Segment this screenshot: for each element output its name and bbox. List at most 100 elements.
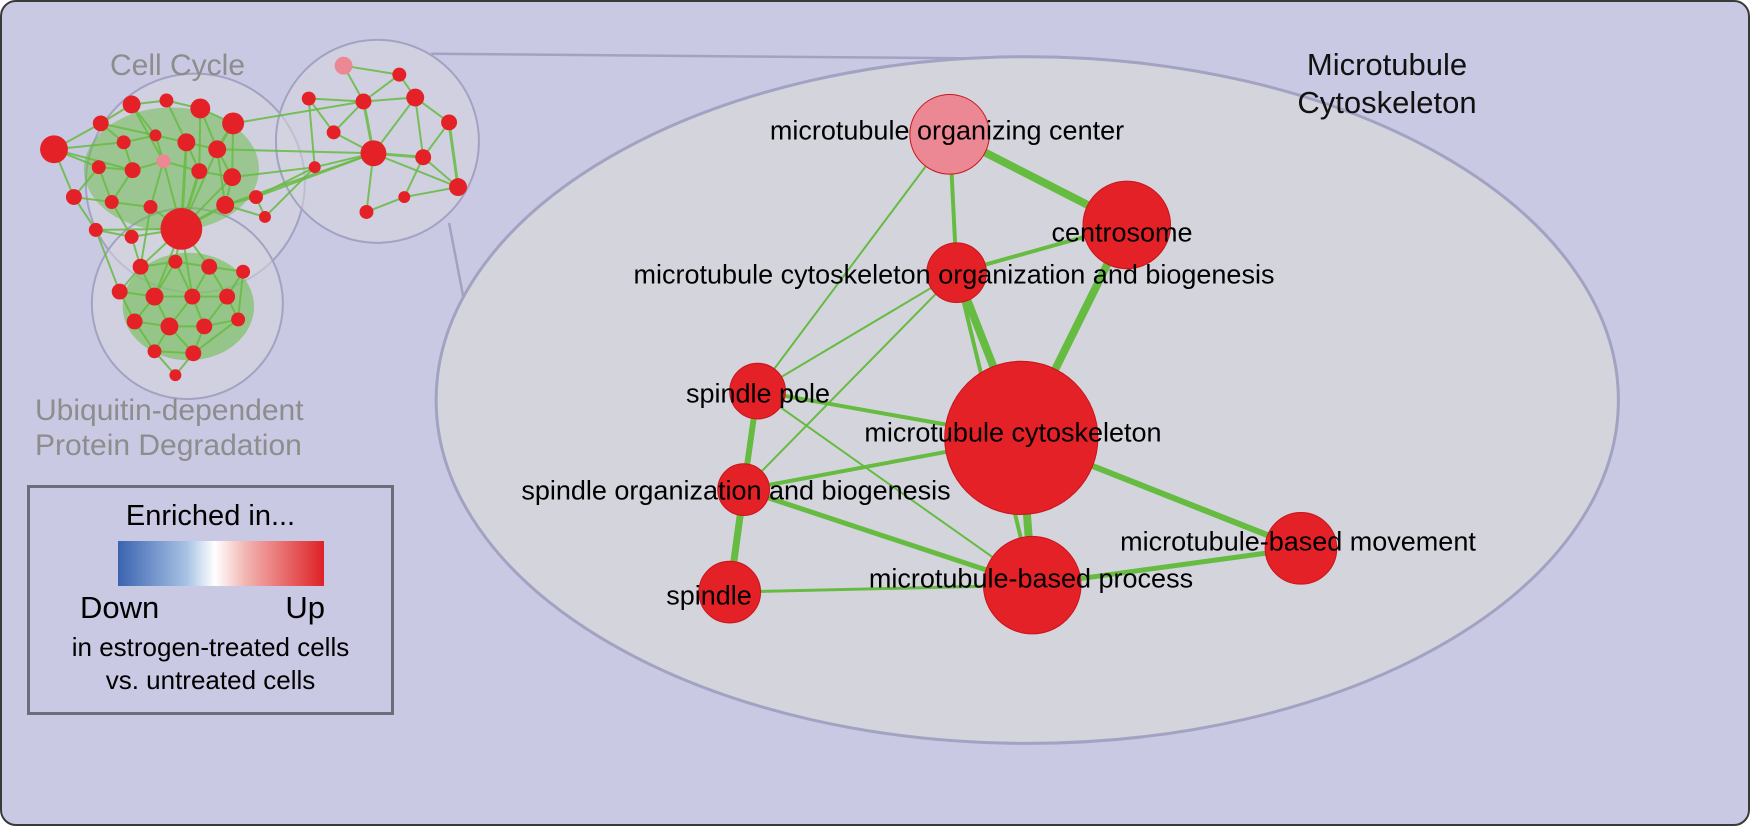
overview-node: [190, 98, 211, 119]
legend-gradient-bar: [118, 541, 324, 586]
overview-node: [360, 140, 387, 167]
overview-edge: [237, 271, 245, 320]
overview-node: [185, 345, 202, 362]
node-moc: [909, 94, 990, 175]
overview-node: [208, 140, 227, 159]
legend-up-label: Up: [285, 590, 325, 625]
legend-down-label: Down: [80, 590, 160, 625]
node-mbm: [1264, 512, 1338, 585]
overview-node: [126, 313, 143, 330]
overview-node: [177, 133, 196, 152]
overview-edge: [307, 98, 316, 168]
overview-node: [223, 168, 242, 187]
detail-edge-spindle_pole-mbp: [756, 390, 1033, 586]
cluster-label-cell-cycle: Cell Cycle: [110, 49, 246, 82]
overview-node: [145, 287, 164, 306]
overview-node: [111, 283, 128, 300]
overview-node: [156, 154, 171, 169]
overview-edge: [255, 166, 316, 198]
overview-edge: [94, 229, 121, 292]
overview-node: [441, 114, 458, 131]
overview-node: [355, 93, 372, 110]
overview-node: [147, 344, 162, 359]
overview-edge: [414, 97, 425, 158]
overview-node: [398, 191, 411, 204]
overview-node: [301, 91, 316, 106]
overview-node: [449, 178, 467, 197]
overview-node: [231, 312, 246, 327]
node-label-moc: microtubule organizing center: [769, 115, 1125, 146]
detail-edge-mco-so: [742, 271, 958, 491]
overview-node: [249, 190, 263, 205]
overview-node: [91, 160, 106, 175]
overview-edge: [308, 97, 364, 103]
magnifier-line: [431, 52, 1015, 60]
overview-node: [184, 288, 201, 305]
detail-edge-spindle-mbp: [729, 583, 1033, 594]
overview-node: [326, 125, 341, 140]
overview-edge: [139, 206, 152, 267]
node-mco: [926, 242, 987, 304]
overview-node: [236, 264, 251, 279]
overview-edge: [264, 166, 316, 218]
overview-node: [406, 88, 425, 107]
overview-node: [201, 258, 218, 275]
overview-node: [219, 288, 236, 305]
overview-edge: [232, 166, 315, 179]
overview-node: [132, 258, 149, 275]
overview-node: [159, 93, 174, 108]
legend: Enriched in... Down Up in estrogen-treat…: [27, 485, 394, 715]
node-label-so: spindle organization and biogenesis: [521, 475, 951, 506]
node-label-mbm: microtubule-based movement: [1120, 526, 1476, 557]
overview-node: [149, 129, 162, 142]
overview-edge: [192, 318, 239, 355]
overview-edge: [130, 104, 165, 162]
overview-edge: [373, 152, 459, 189]
overview-node: [116, 135, 131, 150]
overview-node: [124, 162, 141, 179]
node-label-centrosome: centrosome: [1051, 217, 1193, 248]
node-label-mbp: microtubule-based process: [868, 563, 1194, 594]
overview-node: [169, 369, 182, 382]
node-so: [717, 463, 771, 516]
node-label-spindle: spindle: [666, 580, 752, 611]
node-label-mc: microtubule cytoskeleton: [864, 417, 1162, 448]
overview-node: [196, 318, 213, 335]
overview-node: [359, 205, 374, 219]
overview-node: [415, 149, 432, 166]
node-mbp: [982, 535, 1082, 635]
node-mc: [944, 360, 1099, 516]
overview-node: [160, 207, 203, 250]
detail-edge-so-mbp: [742, 487, 1034, 588]
detail-title-line2: Cytoskeleton: [1297, 85, 1477, 120]
overview-edge: [255, 152, 374, 198]
overview-edge: [404, 186, 459, 199]
detail-edge-moc-spindle_pole: [756, 133, 951, 392]
overview-node: [191, 163, 208, 180]
detail-title-line1: Microtubule: [1306, 47, 1468, 82]
overview-edge: [307, 97, 335, 133]
node-spindle_pole: [729, 362, 786, 420]
overview-node: [104, 195, 119, 209]
overview-node: [160, 317, 179, 336]
overview-node: [168, 254, 183, 269]
overview-edge: [447, 122, 460, 188]
cluster-label-ubiquitin-line2: Protein Degradation: [35, 429, 302, 462]
cluster-label-ubiquitin-line1: Ubiquitin-dependent: [35, 394, 304, 427]
overview-node: [392, 67, 407, 82]
overview-node: [88, 222, 103, 237]
legend-title: Enriched in...: [125, 500, 296, 532]
legend-subtitle-line2: vs. untreated cells: [105, 665, 316, 695]
detail-edge-mco-spindle_pole: [757, 271, 958, 392]
node-label-mco: microtubule cytoskeleton organization an…: [633, 259, 1275, 290]
detail-title: Microtubule Cytoskeleton: [1280, 46, 1494, 122]
node-label-spindle_pole: spindle pole: [685, 378, 831, 409]
node-spindle: [698, 560, 762, 624]
overview-node: [124, 229, 139, 244]
overview-edge: [198, 108, 202, 172]
overview-edge: [216, 149, 227, 206]
legend-down-up-row: Down Up: [30, 590, 391, 626]
overview-edge: [232, 100, 364, 125]
overview-node: [216, 196, 235, 214]
